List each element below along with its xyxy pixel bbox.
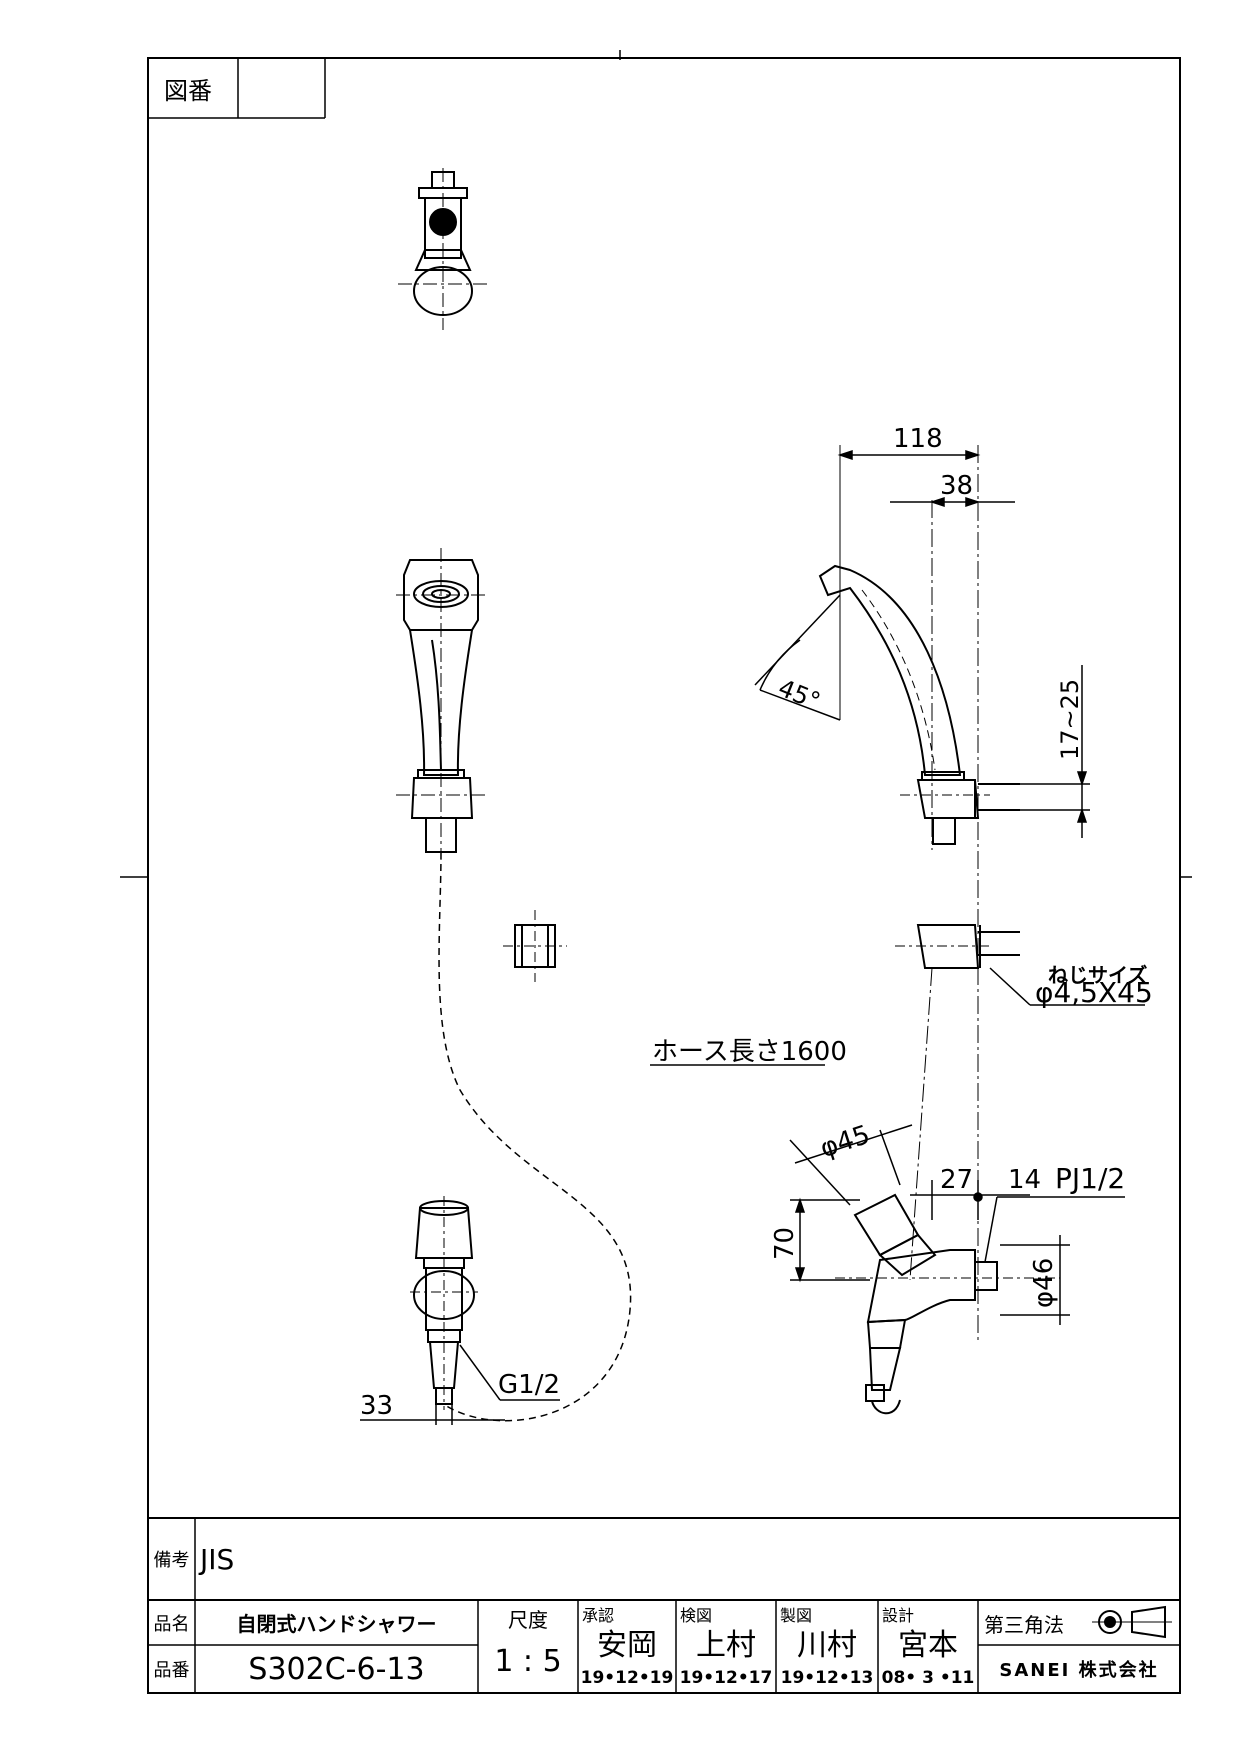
bracket-part [895, 924, 1031, 1006]
drawn-date: 19•12•13 [780, 1668, 874, 1688]
side-view-shower [818, 564, 1020, 845]
approved-date: 19•12•19 [580, 1668, 674, 1688]
drawing-number-label: 図番 [164, 77, 212, 105]
top-view [398, 168, 488, 330]
checked-label: 検図 [680, 1606, 713, 1625]
checked-name: 上村 [696, 1628, 756, 1663]
remarks-label: 備考 [153, 1550, 190, 1571]
centering-marks [120, 50, 1192, 878]
hose-dashed [438, 851, 632, 1422]
dim-g-1-2: G1/2 [498, 1370, 560, 1400]
drawn-name: 川村 [797, 1628, 857, 1663]
name-value: 自閉式ハンドシャワー [236, 1612, 437, 1636]
side-view-valve [835, 1193, 1060, 1415]
third-angle-projection-icon [1092, 1605, 1172, 1639]
dimension-texts: 118 38 45° 17~25 ねじサイズ φ4,5X45 ホース長さ1600… [360, 424, 1153, 1421]
name-label: 品名 [153, 1613, 190, 1635]
dim-phi-46: φ46 [1029, 1258, 1059, 1308]
approved-label: 承認 [582, 1606, 615, 1625]
drawing-number-box: 図番 [148, 58, 326, 119]
dim-17-25: 17~25 [1056, 679, 1084, 760]
remarks-value: JIS [200, 1542, 235, 1576]
front-view-shower-head [396, 548, 488, 860]
drawing-frame [147, 57, 1181, 1694]
part-value: S302C-6-13 [248, 1651, 425, 1687]
company-name: SANEI 株式会社 [999, 1660, 1159, 1681]
design-date: 08• 3 •11 [881, 1668, 975, 1688]
scale-label: 尺度 [508, 1607, 548, 1632]
drawn-label: 製図 [780, 1606, 813, 1625]
title-block-grid [148, 1517, 1180, 1693]
dim-pj-1-2: PJ1/2 [1055, 1162, 1125, 1195]
checked-date: 19•12•17 [679, 1668, 773, 1688]
front-view-valve [410, 1196, 478, 1410]
right-centerlines [839, 445, 979, 1340]
dim-70: 70 [770, 1227, 800, 1260]
dimension-lines [360, 449, 1145, 1425]
design-label: 設計 [882, 1606, 915, 1625]
dim-angle-45: 45° [774, 674, 824, 716]
part-label: 品番 [153, 1660, 190, 1681]
projection-label: 第三角法 [984, 1612, 1064, 1637]
hose-length: ホース長さ1600 [652, 1037, 847, 1067]
dim-33: 33 [360, 1391, 393, 1421]
screw-size-value: φ4,5X45 [1035, 976, 1153, 1009]
design-name: 宮本 [898, 1628, 958, 1663]
dim-27: 27 [940, 1165, 973, 1195]
dim-14: 14 [1008, 1165, 1041, 1195]
screw-size-label: ねじサイズ [1048, 963, 1147, 987]
approved-name: 安岡 [597, 1628, 657, 1663]
ring-part [503, 910, 567, 982]
dim-118: 118 [893, 424, 943, 454]
scale-value: 1 : 5 [494, 1643, 562, 1679]
dim-38: 38 [940, 471, 973, 501]
dim-phi-45: φ45 [817, 1120, 874, 1164]
